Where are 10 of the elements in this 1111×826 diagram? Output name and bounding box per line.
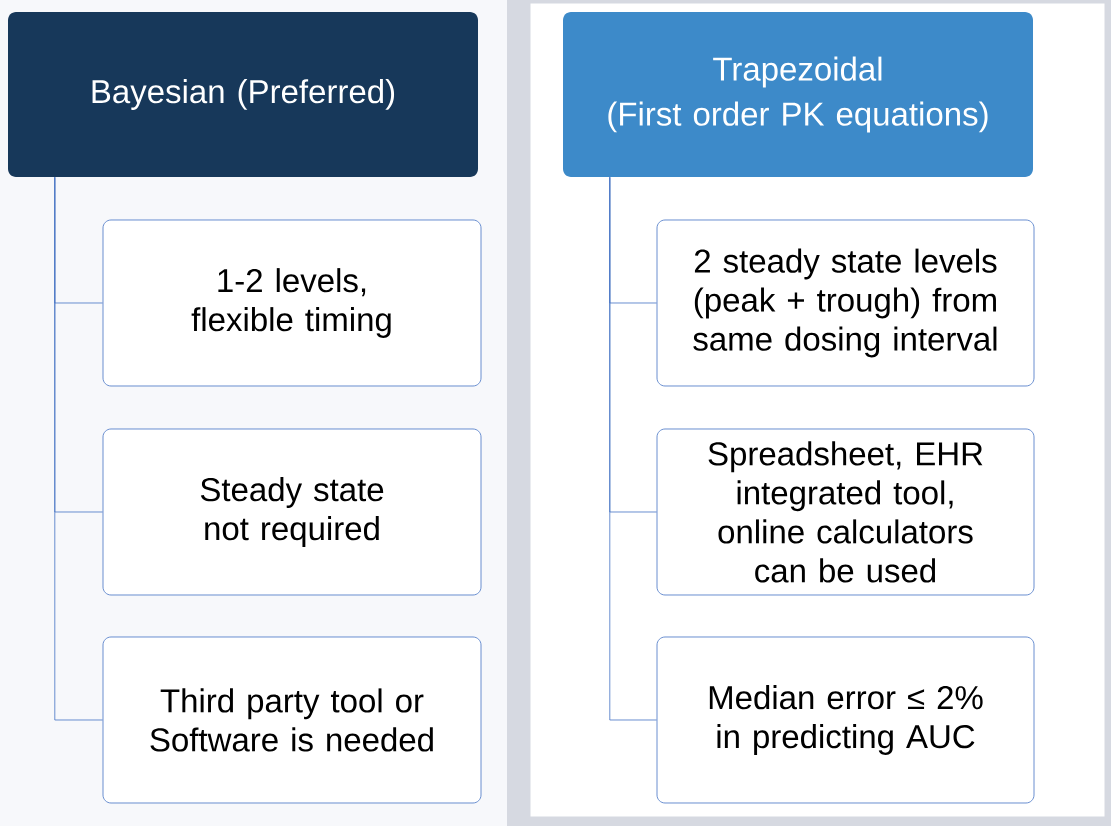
item-box: Third party tool or Software is needed (102, 636, 482, 804)
item-box: Steady state not required (102, 428, 482, 596)
header-box: Trapezoidal (First order PK equations) (563, 12, 1033, 177)
connector-line (609, 176, 657, 721)
header-box: Bayesian (Preferred) (8, 12, 478, 177)
item-box: Median error ≤ 2% in predicting AUC (656, 636, 1035, 804)
connector-line (54, 176, 103, 721)
item-box: 2 steady state levels (peak + trough) from same dosing interval (656, 219, 1035, 387)
item-box: Spreadsheet, EHR integrated tool, online calculators can be used (656, 428, 1035, 596)
item-box: 1-2 levels, flexible timing (102, 219, 482, 387)
